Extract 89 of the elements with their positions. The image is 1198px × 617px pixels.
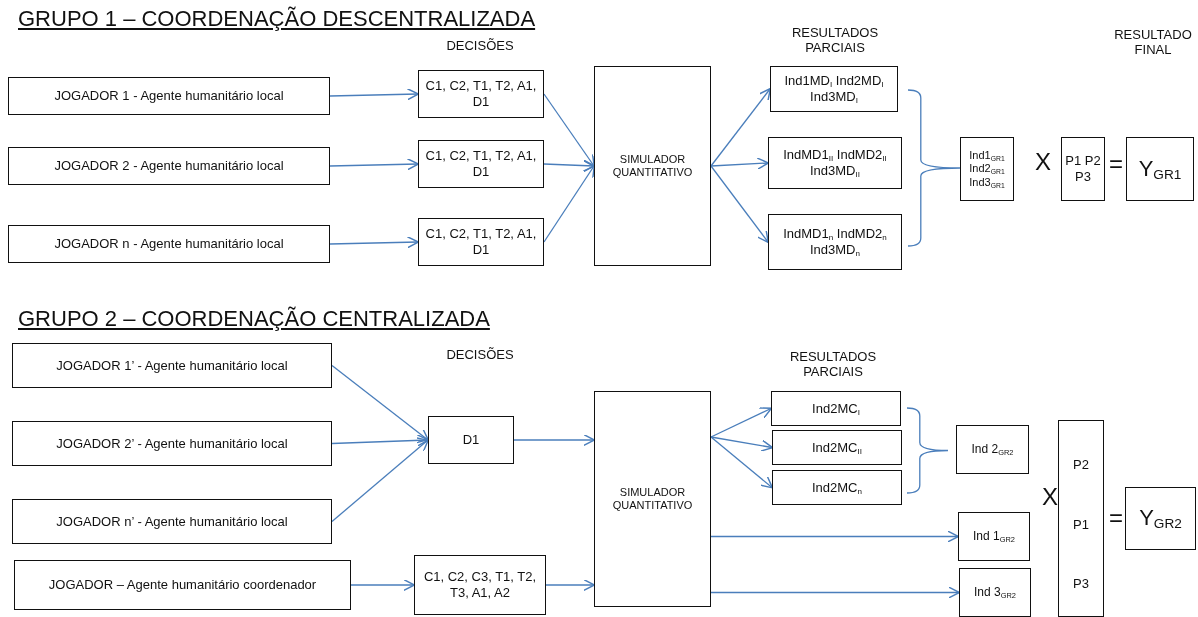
operator-symbol: X bbox=[1034, 148, 1052, 176]
box-text: JOGADOR 2’ - Agente humanitário local bbox=[56, 435, 288, 452]
process-box bbox=[414, 555, 546, 615]
box-text: Ind1$_{GR1}$ Ind2$_{GR1}$ Ind3$_{GR1}$ bbox=[969, 149, 1005, 189]
process-box bbox=[1058, 420, 1104, 617]
box-text: P2 bbox=[1073, 457, 1089, 473]
arrow bbox=[513, 433, 596, 447]
arrow bbox=[710, 87, 772, 167]
arrow bbox=[710, 407, 773, 438]
process-box bbox=[418, 70, 544, 118]
process-box bbox=[772, 430, 902, 465]
process-box bbox=[12, 499, 332, 544]
process-box bbox=[14, 560, 351, 610]
box-text: Ind2MC$_{n}$ bbox=[812, 479, 862, 496]
box-text: JOGADOR n’ - Agente humanitário local bbox=[56, 513, 288, 530]
box-text: C1, C2, T1, T2, A1, D1 bbox=[424, 78, 538, 110]
process-box bbox=[594, 391, 711, 607]
process-box bbox=[418, 218, 544, 266]
box-text: JOGADOR 1 - Agente humanitário local bbox=[54, 88, 284, 104]
box-text: JOGADOR – Agente humanitário coordenador bbox=[48, 577, 317, 593]
process-box bbox=[12, 421, 332, 466]
process-box bbox=[768, 137, 902, 189]
arrow bbox=[710, 586, 961, 599]
arrow bbox=[331, 438, 430, 523]
box-text: Ind2MC$_{I}$ bbox=[812, 400, 860, 417]
process-box bbox=[1126, 137, 1194, 201]
column-heading: RESULTADOS PARCIAIS bbox=[790, 26, 880, 56]
process-box bbox=[772, 470, 902, 505]
process-box bbox=[771, 391, 901, 426]
section-heading: GRUPO 1 – COORDENAÇÃO DESCENTRALIZADA bbox=[18, 6, 536, 32]
column-heading: DECISÕES bbox=[445, 39, 515, 54]
process-box bbox=[959, 568, 1031, 617]
box-text: P1 bbox=[1073, 516, 1089, 533]
arrow bbox=[331, 364, 430, 442]
process-box bbox=[956, 425, 1029, 474]
column-heading: RESULTADO FINAL bbox=[1113, 28, 1193, 58]
box-text: IndMD1$_{n}$ IndMD2$_{n}$ Ind3MD$_{n}$ bbox=[782, 226, 888, 258]
arrow bbox=[350, 578, 416, 592]
process-box bbox=[428, 416, 514, 464]
box-text: SIMULADOR QUANTITATIVO bbox=[611, 485, 694, 513]
process-box bbox=[418, 140, 544, 188]
process-box bbox=[12, 343, 332, 388]
process-box bbox=[1061, 137, 1105, 201]
operator-symbol: X bbox=[1041, 483, 1059, 511]
box-text: JOGADOR n - Agente humanitário local bbox=[54, 236, 284, 252]
process-box bbox=[958, 512, 1030, 561]
arrow bbox=[543, 164, 595, 243]
box-text: Ind 1$_{GR2}$ bbox=[973, 529, 1015, 544]
arrow bbox=[710, 157, 770, 170]
arrow bbox=[329, 236, 420, 249]
box-text: C1, C2, C3, T1, T2, T3, A1, A2 bbox=[422, 569, 538, 601]
process-box bbox=[768, 214, 902, 270]
arrow bbox=[543, 159, 596, 172]
box-text: C1, C2, T1, T2, A1, D1 bbox=[424, 148, 538, 180]
arrow bbox=[331, 434, 430, 447]
column-heading: DECISÕES bbox=[445, 348, 515, 363]
box-text: D1 bbox=[462, 432, 480, 448]
arrow bbox=[710, 436, 774, 452]
box-text: JOGADOR 1’ - Agente humanitário local bbox=[56, 357, 288, 374]
process-box bbox=[8, 225, 330, 263]
arrow bbox=[329, 158, 420, 171]
box-text: Y$_{GR2}$ bbox=[1139, 505, 1182, 532]
box-text: P1 P2 P3 bbox=[1065, 153, 1101, 185]
box-text: JOGADOR 2 - Agente humanitário local bbox=[54, 158, 284, 174]
box-text: Ind1MD$_{I}$ Ind2MD$_{I}$ Ind3MD$_{I}$ bbox=[783, 73, 885, 105]
box-text: Ind 3$_{GR2}$ bbox=[974, 585, 1016, 600]
process-box bbox=[594, 66, 711, 266]
box-text: IndMD1$_{II}$ IndMD2$_{II}$ Ind3MD$_{II}$ bbox=[782, 147, 888, 179]
box-text: Ind 2$_{GR2}$ bbox=[971, 442, 1014, 457]
operator-symbol: = bbox=[1108, 504, 1124, 532]
column-heading: RESULTADOS PARCIAIS bbox=[788, 350, 878, 380]
arrow bbox=[710, 436, 774, 489]
arrow bbox=[710, 530, 960, 543]
arrow bbox=[329, 88, 420, 101]
box-text: P3 bbox=[1073, 576, 1089, 592]
operator-symbol: = bbox=[1108, 150, 1124, 178]
process-box bbox=[770, 66, 898, 112]
box-text: C1, C2, T1, T2, A1, D1 bbox=[424, 226, 538, 258]
process-box bbox=[8, 147, 330, 185]
box-text: SIMULADOR QUANTITATIVO bbox=[611, 152, 694, 180]
box-text: Y$_{GR1}$ bbox=[1138, 155, 1182, 183]
arrow bbox=[710, 165, 770, 244]
process-box bbox=[960, 137, 1014, 201]
arrow bbox=[545, 578, 596, 592]
section-heading: GRUPO 2 – COORDENAÇÃO CENTRALIZADA bbox=[18, 306, 490, 332]
process-box bbox=[1125, 487, 1196, 550]
box-text: Ind2MC$_{II}$ bbox=[812, 439, 862, 456]
arrow bbox=[543, 93, 596, 168]
process-box bbox=[8, 77, 330, 115]
